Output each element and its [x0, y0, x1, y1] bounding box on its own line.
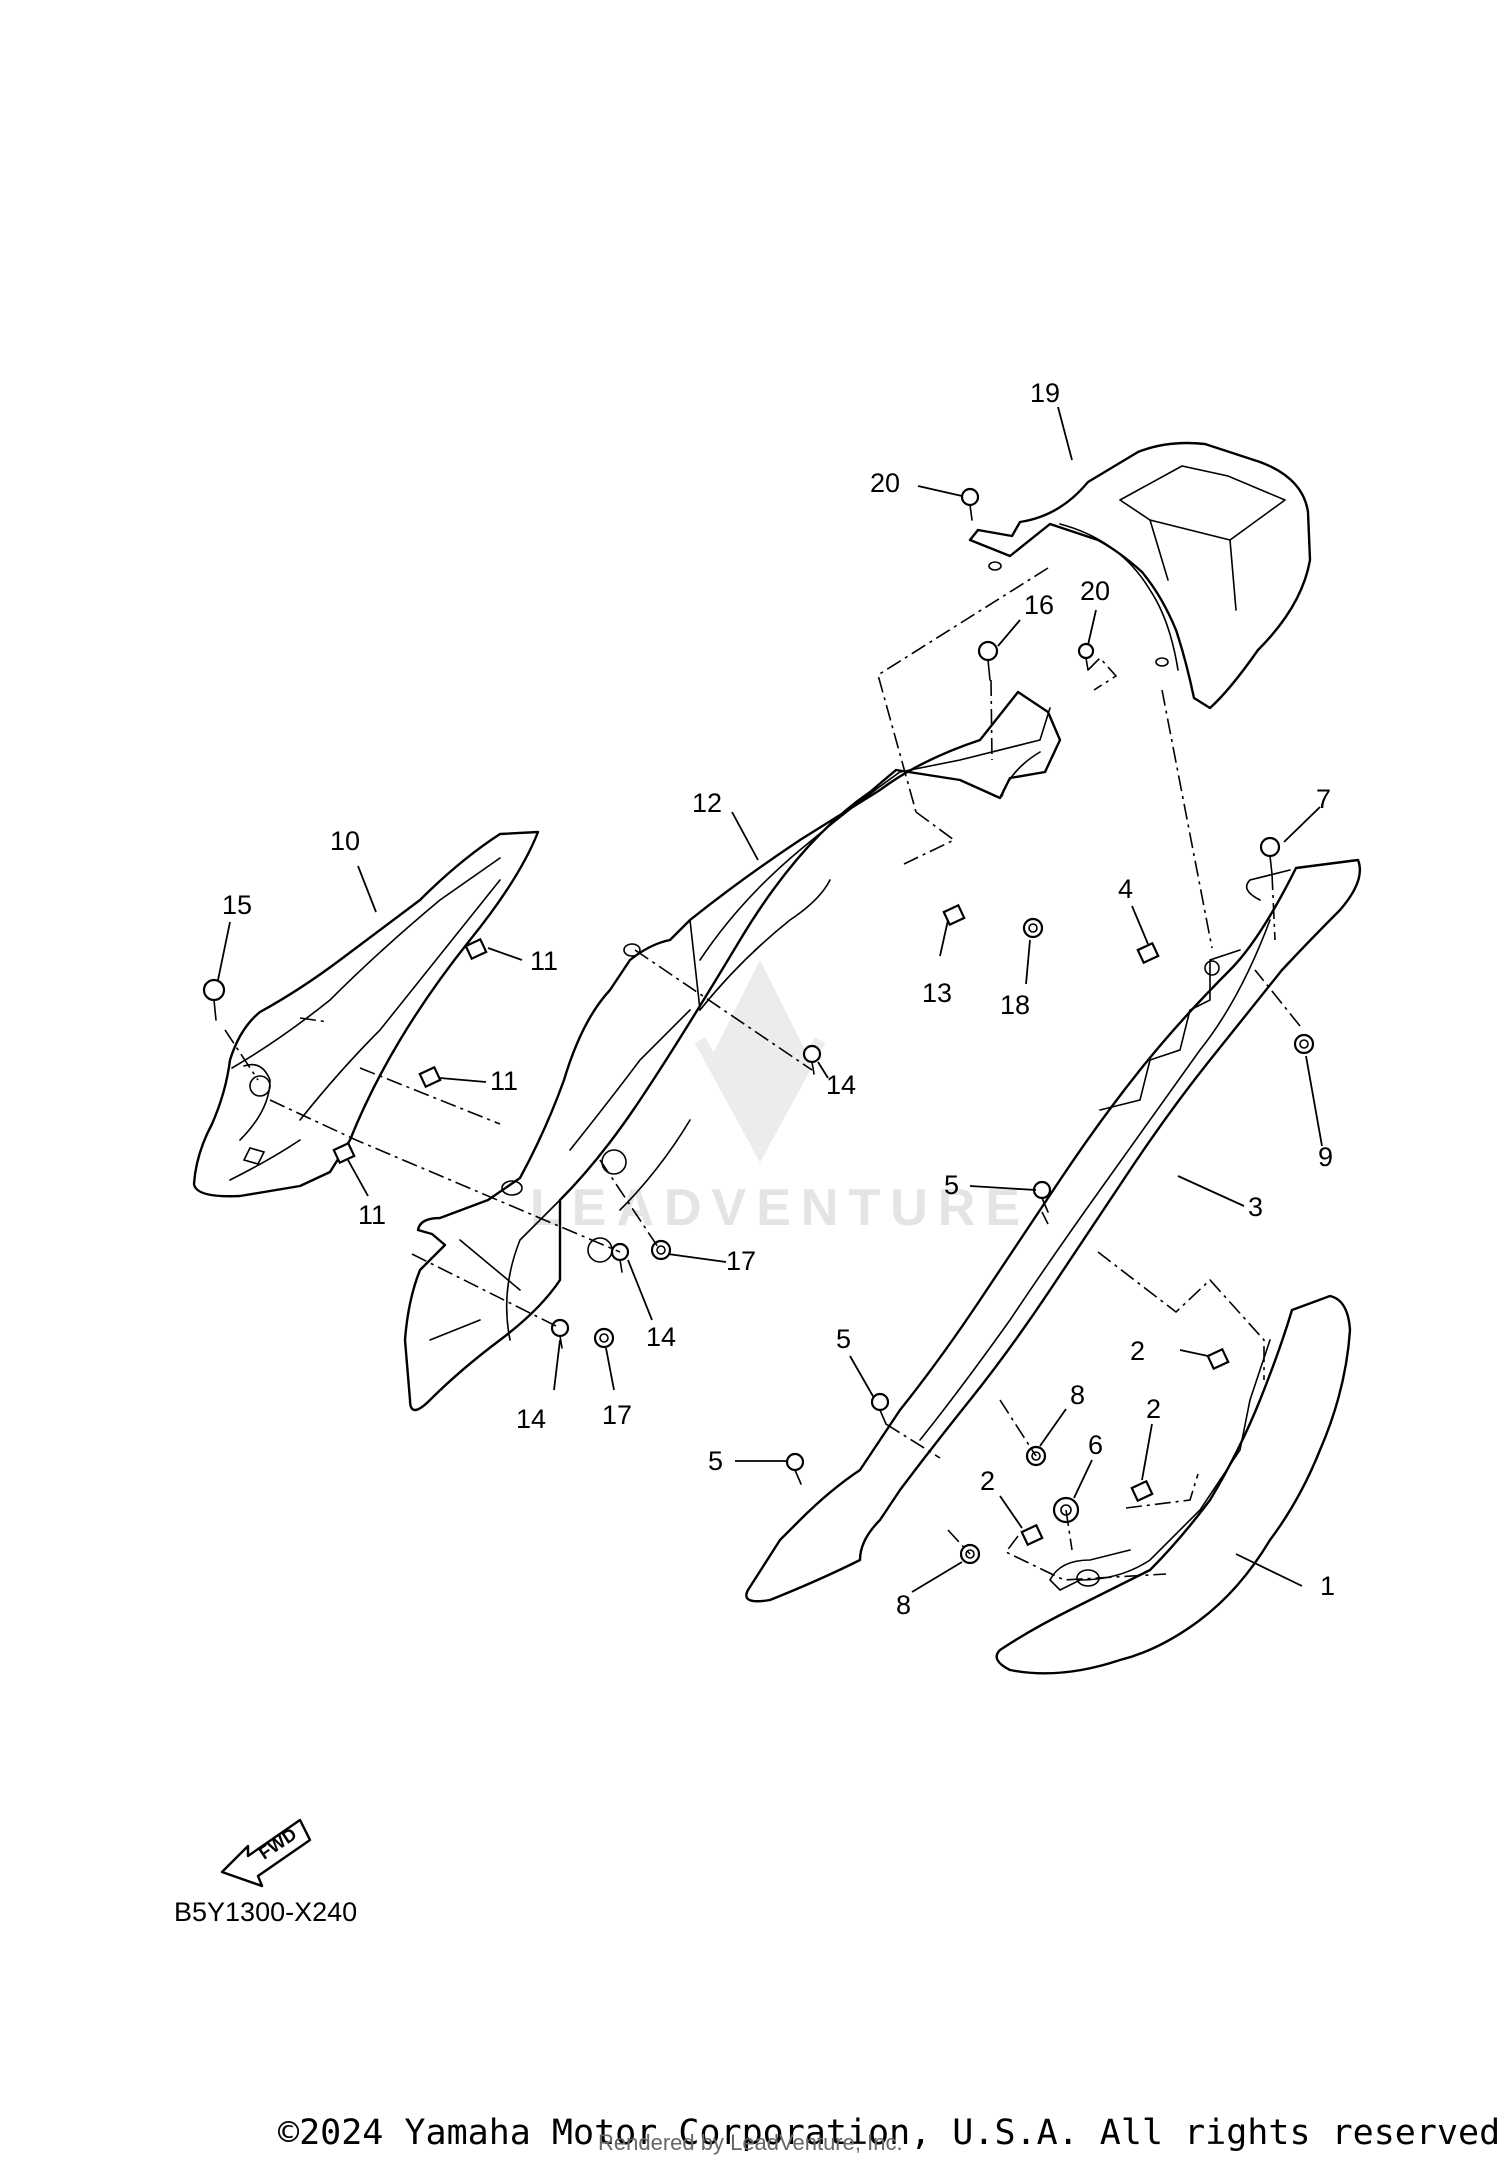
- fwd-arrow-icon: FWD: [220, 1818, 312, 1888]
- callout-8b: 8: [896, 1590, 911, 1620]
- callout-14c: 14: [516, 1404, 546, 1434]
- fastener-nut-11a: [464, 937, 488, 961]
- callout-1: 1: [1320, 1571, 1335, 1601]
- fastener-nut-11c: [332, 1141, 356, 1165]
- fastener-bolt-15: [202, 978, 226, 1021]
- assembly-lines: [224, 567, 1301, 1581]
- fastener-screw-5b: [870, 1392, 890, 1425]
- callout-6: 6: [1088, 1430, 1103, 1460]
- callout-10: 10: [330, 826, 360, 856]
- fastener-screw-14c: [550, 1318, 570, 1349]
- fastener-nut-13: [942, 903, 966, 927]
- watermark-text: LEADVENTURE: [530, 1179, 1030, 1237]
- part-side-cover-right: [745, 858, 1362, 1603]
- watermark-logo: [694, 960, 826, 1163]
- callout-18: 18: [1000, 990, 1030, 1020]
- leader-lines: [217, 406, 1323, 1593]
- callout-4: 4: [1118, 874, 1133, 904]
- fastener-screw-14b: [610, 1242, 630, 1273]
- part-side-cover-left: [192, 830, 540, 1198]
- callout-11a: 11: [530, 946, 558, 976]
- callout-8a: 8: [1070, 1380, 1085, 1410]
- callout-17b: 17: [602, 1400, 632, 1430]
- callout-2c: 2: [980, 1466, 995, 1496]
- callout-17a: 17: [726, 1246, 756, 1276]
- callout-2b: 2: [1146, 1394, 1161, 1424]
- fastener-bolt-7: [1259, 836, 1281, 875]
- fastener-screw-5c: [785, 1452, 805, 1485]
- fastener-screw-5a: [1032, 1180, 1052, 1213]
- fastener-nut-2a: [1206, 1347, 1230, 1371]
- fastener-nut-4: [1136, 941, 1160, 965]
- callout-11c: 11: [358, 1200, 386, 1230]
- callout-9: 9: [1318, 1142, 1333, 1172]
- callout-5a: 5: [944, 1170, 959, 1200]
- fastener-nut-11b: [418, 1065, 442, 1089]
- fastener-screw-20b: [1077, 642, 1095, 671]
- part-tail-frame-cover: [403, 690, 1062, 1412]
- callout-14b: 14: [646, 1322, 676, 1352]
- callout-12: 12: [692, 788, 722, 818]
- fastener-nut-2c: [1020, 1523, 1044, 1547]
- callout-19: 19: [1030, 378, 1060, 408]
- callout-20b: 20: [1080, 576, 1110, 606]
- fastener-grommet-9: [1293, 1033, 1315, 1055]
- callout-2a: 2: [1130, 1336, 1145, 1366]
- copyright-notice: ©2024 Yamaha Motor Corporation, U.S.A. A…: [278, 2113, 1500, 2153]
- fastener-grommet-17b: [593, 1327, 615, 1349]
- callout-7: 7: [1316, 784, 1331, 814]
- callout-11b: 11: [490, 1066, 518, 1096]
- callout-3: 3: [1248, 1192, 1263, 1222]
- fastener-screw-14a: [802, 1044, 822, 1075]
- fastener-bolt-16: [977, 640, 999, 681]
- fwd-label: FWD: [255, 1824, 300, 1863]
- part-side-cover-lower-right: [995, 1294, 1352, 1675]
- fastener-nut-2b: [1130, 1479, 1154, 1503]
- callout-14a: 14: [826, 1070, 856, 1100]
- part-rear-cowling: [968, 441, 1312, 710]
- callout-20a: 20: [870, 468, 900, 498]
- fastener-grommet-17a: [650, 1239, 672, 1261]
- fastener-grommet-18: [1022, 917, 1044, 939]
- callout-13: 13: [922, 978, 952, 1008]
- diagram-code: B5Y1300-X240: [174, 1897, 358, 1927]
- callout-16: 16: [1024, 590, 1054, 620]
- rendered-by-text: Rendered by LeadVenture, Inc.: [598, 2130, 903, 2155]
- callout-15: 15: [222, 890, 252, 920]
- callout-5b: 5: [836, 1324, 851, 1354]
- fastener-screw-20a: [960, 487, 980, 521]
- callout-5c: 5: [708, 1446, 723, 1476]
